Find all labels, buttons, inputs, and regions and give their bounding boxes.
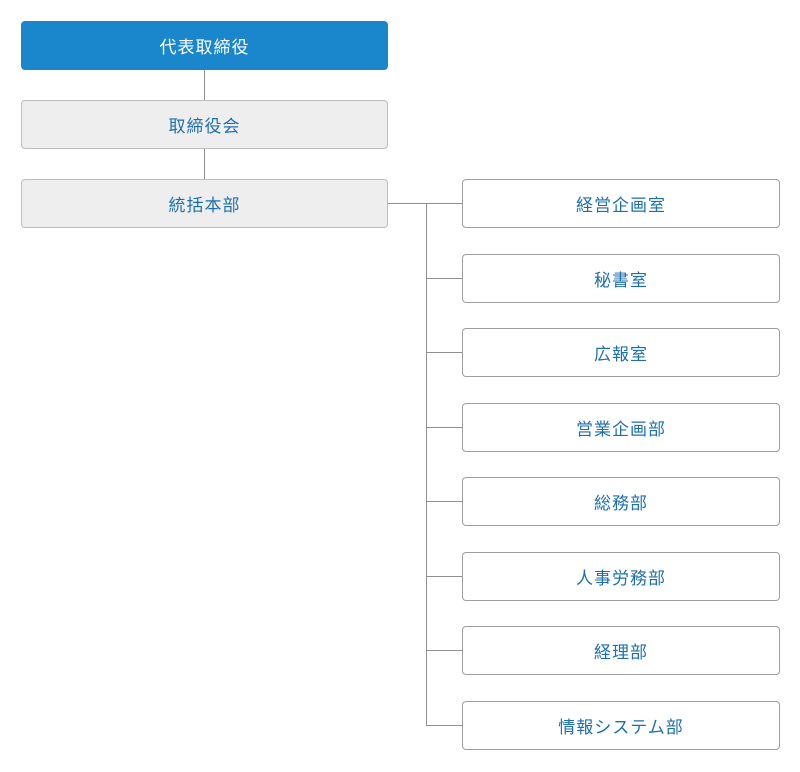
node-department: 情報システム部 [462,701,780,750]
node-department: 経理部 [462,626,780,675]
node-label: 代表取締役 [159,38,250,58]
node-department: 営業企画部 [462,403,780,452]
connector-branch-6 [426,576,462,577]
node-board-of-directors: 取締役会 [21,100,388,149]
node-label: 情報システム部 [558,718,684,738]
node-label: 総務部 [594,494,648,514]
connector-branch-5 [426,501,462,502]
connector-branch-8 [426,725,462,726]
connector-branch-1 [426,203,462,204]
node-label: 経営企画室 [576,196,666,216]
connector-branch-4 [426,427,462,428]
node-label: 統括本部 [168,196,241,216]
node-label: 営業企画部 [576,420,666,440]
node-label: 経理部 [594,643,648,663]
node-label: 秘書室 [594,271,648,291]
connector-root-board [204,70,205,100]
node-headquarters: 統括本部 [21,179,388,228]
connector-branch-2 [426,278,462,279]
node-representative-director: 代表取締役 [21,21,388,70]
connector-hq-trunk [388,203,426,204]
node-department: 秘書室 [462,254,780,303]
connector-branch-3 [426,352,462,353]
connector-board-hq [204,149,205,179]
node-department: 人事労務部 [462,552,780,601]
node-label: 取締役会 [168,117,241,137]
node-department: 広報室 [462,328,780,377]
node-department: 経営企画室 [462,179,780,228]
connector-dept-trunk [426,203,427,725]
node-label: 人事労務部 [576,569,666,589]
node-label: 広報室 [594,345,648,365]
node-department: 総務部 [462,477,780,526]
connector-branch-7 [426,650,462,651]
